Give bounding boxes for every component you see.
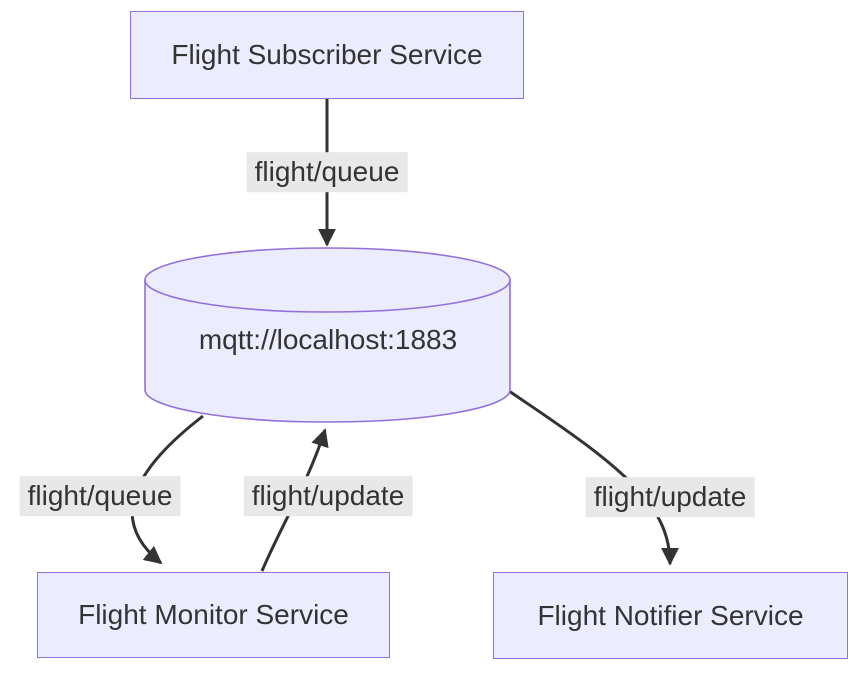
node-label: Flight Notifier Service (537, 599, 804, 631)
node-mqtt-broker-cylinder (144, 247, 511, 423)
node-label: Flight Subscriber Service (171, 39, 483, 70)
edge-label-flight-queue-top: flight/queue (246, 152, 408, 192)
node-flight-monitor-service: Flight Monitor Service (37, 572, 390, 658)
edge-label-flight-queue-left: flight/queue (19, 476, 181, 516)
edge-label-flight-update-middle: flight/update (243, 476, 413, 516)
node-mqtt-broker-label: mqtt://localhost:1883 (198, 324, 458, 355)
node-flight-subscriber-service: Flight Subscriber Service (130, 11, 524, 99)
node-flight-notifier-service: Flight Notifier Service (493, 572, 848, 659)
node-label: Flight Monitor Service (78, 599, 349, 630)
edge-label-flight-update-right: flight/update (585, 477, 755, 517)
